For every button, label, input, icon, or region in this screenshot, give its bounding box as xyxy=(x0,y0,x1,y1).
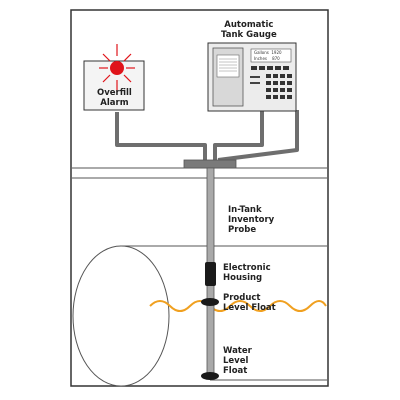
water-level-float xyxy=(201,372,219,380)
electronic-housing-block xyxy=(205,262,216,286)
label-product-level-float: Product Level Float xyxy=(223,293,276,313)
label-water-level-float: Water Level Float xyxy=(223,346,252,376)
overfill-alarm xyxy=(83,44,145,111)
product-level-float xyxy=(201,298,219,306)
alarm-rays xyxy=(99,44,135,92)
label-electronic-housing: Electronic Housing xyxy=(223,263,271,283)
console-screen-line-1: Gallons 1920 xyxy=(254,50,282,55)
console-screen-line-2: Inches 870 xyxy=(254,56,280,61)
conduit-pipes xyxy=(115,110,299,162)
tank-gauge-console xyxy=(207,42,297,112)
label-in-tank-inventory-probe: In-Tank Inventory Probe xyxy=(228,205,275,235)
product-level-surface xyxy=(149,300,327,312)
console-screen xyxy=(250,48,292,63)
label-automatic-tank-gauge: Automatic Tank Gauge xyxy=(221,20,277,40)
keypad-icon xyxy=(251,66,292,99)
label-overfill-alarm: Overfill Alarm xyxy=(97,88,132,108)
storage-tank xyxy=(72,245,327,387)
alarm-light-icon xyxy=(110,61,124,75)
riser-cap xyxy=(183,159,237,169)
